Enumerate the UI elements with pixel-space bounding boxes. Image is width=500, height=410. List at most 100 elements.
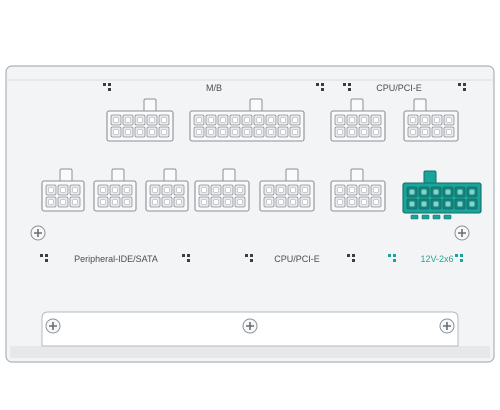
sense-pin [443, 214, 452, 220]
pin-socket [256, 129, 262, 135]
pin-socket [152, 187, 158, 193]
12v-2x6-connector[interactable] [402, 170, 482, 220]
pin-socket [112, 199, 118, 205]
pin-socket [152, 199, 158, 205]
pin-socket [176, 199, 182, 205]
peripheral-1[interactable] [41, 168, 85, 212]
pin-socket [446, 129, 452, 135]
screw-icon-bottom-center [242, 318, 258, 334]
pin-socket [433, 189, 439, 195]
cpu-pcie-bottom-2[interactable] [259, 168, 315, 212]
sense-pin [432, 214, 441, 220]
pin-socket [244, 117, 250, 123]
peripheral-3[interactable] [145, 168, 189, 212]
marker-cpu-bottom-right-icon [347, 254, 355, 262]
pin-markers [40, 83, 466, 262]
pin-socket [409, 189, 415, 195]
pin-socket [434, 117, 440, 123]
pin-socket [373, 187, 379, 193]
sense-pin [410, 214, 419, 220]
pin-socket [137, 117, 143, 123]
pin-socket [113, 129, 119, 135]
pin-socket [237, 199, 243, 205]
marker-mb-left-icon [103, 83, 111, 91]
pin-socket [100, 187, 106, 193]
pin-socket [256, 117, 262, 123]
pin-socket [225, 187, 231, 193]
sense-pin [421, 214, 430, 220]
mb-connector-10pin[interactable] [106, 98, 174, 142]
pin-socket [48, 187, 54, 193]
pin-socket [213, 187, 219, 193]
pin-socket [373, 117, 379, 123]
screw-icon-right [454, 225, 470, 241]
pin-socket [161, 117, 167, 123]
pin-socket [469, 201, 475, 207]
pin-socket [349, 129, 355, 135]
pin-socket [469, 189, 475, 195]
marker-mb-right-icon [316, 83, 324, 91]
marker-peripheral-left-icon [40, 254, 48, 262]
cpu-pcie-bottom-3[interactable] [330, 168, 386, 212]
pin-socket [225, 199, 231, 205]
pin-socket [232, 129, 238, 135]
pin-socket [290, 187, 296, 193]
pin-socket [373, 129, 379, 135]
pin-socket [457, 189, 463, 195]
pin-socket [349, 199, 355, 205]
pin-socket [280, 129, 286, 135]
pin-socket [292, 117, 298, 123]
peripheral-2[interactable] [93, 168, 137, 212]
pin-socket [149, 117, 155, 123]
label-12v-2x6: 12V-2x6 [420, 254, 453, 264]
pin-socket [124, 187, 130, 193]
pin-socket [244, 129, 250, 135]
marker-cpu-bottom-left-icon [245, 254, 253, 262]
pin-socket [421, 201, 427, 207]
pin-socket [176, 187, 182, 193]
pin-socket [361, 117, 367, 123]
pin-socket [72, 187, 78, 193]
pin-socket [302, 199, 308, 205]
screw-icon-bottom-left [45, 318, 61, 334]
pin-socket [268, 117, 274, 123]
pin-socket [232, 117, 238, 123]
label-peripheral: Peripheral-IDE/SATA [74, 254, 158, 264]
pin-socket [196, 129, 202, 135]
pin-socket [201, 187, 207, 193]
cpu-pcie-top-2[interactable] [403, 98, 459, 142]
pin-socket [457, 201, 463, 207]
pin-socket [445, 201, 451, 207]
marker-12v-right-icon [455, 254, 463, 262]
pin-socket [410, 117, 416, 123]
pin-socket [266, 187, 272, 193]
panel-bottom-edge [10, 346, 490, 358]
pin-socket [337, 117, 343, 123]
pin-socket [201, 199, 207, 205]
pin-socket [124, 199, 130, 205]
pin-socket [220, 117, 226, 123]
connector-bank [41, 98, 482, 220]
cpu-pcie-bottom-1[interactable] [194, 168, 250, 212]
pin-socket [290, 199, 296, 205]
pin-socket [361, 129, 367, 135]
pin-socket [409, 201, 415, 207]
marker-12v-left-icon [388, 254, 396, 262]
pin-socket [125, 117, 131, 123]
pin-socket [149, 129, 155, 135]
pin-socket [337, 199, 343, 205]
mb-connector-18pin[interactable] [189, 98, 305, 142]
pin-socket [292, 129, 298, 135]
cpu-pcie-top-1[interactable] [330, 98, 386, 142]
pin-socket [60, 199, 66, 205]
pin-socket [164, 199, 170, 205]
pin-socket [422, 117, 428, 123]
pin-socket [137, 129, 143, 135]
pin-socket [337, 187, 343, 193]
pin-socket [422, 129, 428, 135]
pin-socket [100, 199, 106, 205]
pin-socket [434, 129, 440, 135]
pin-socket [433, 201, 439, 207]
pin-socket [349, 187, 355, 193]
